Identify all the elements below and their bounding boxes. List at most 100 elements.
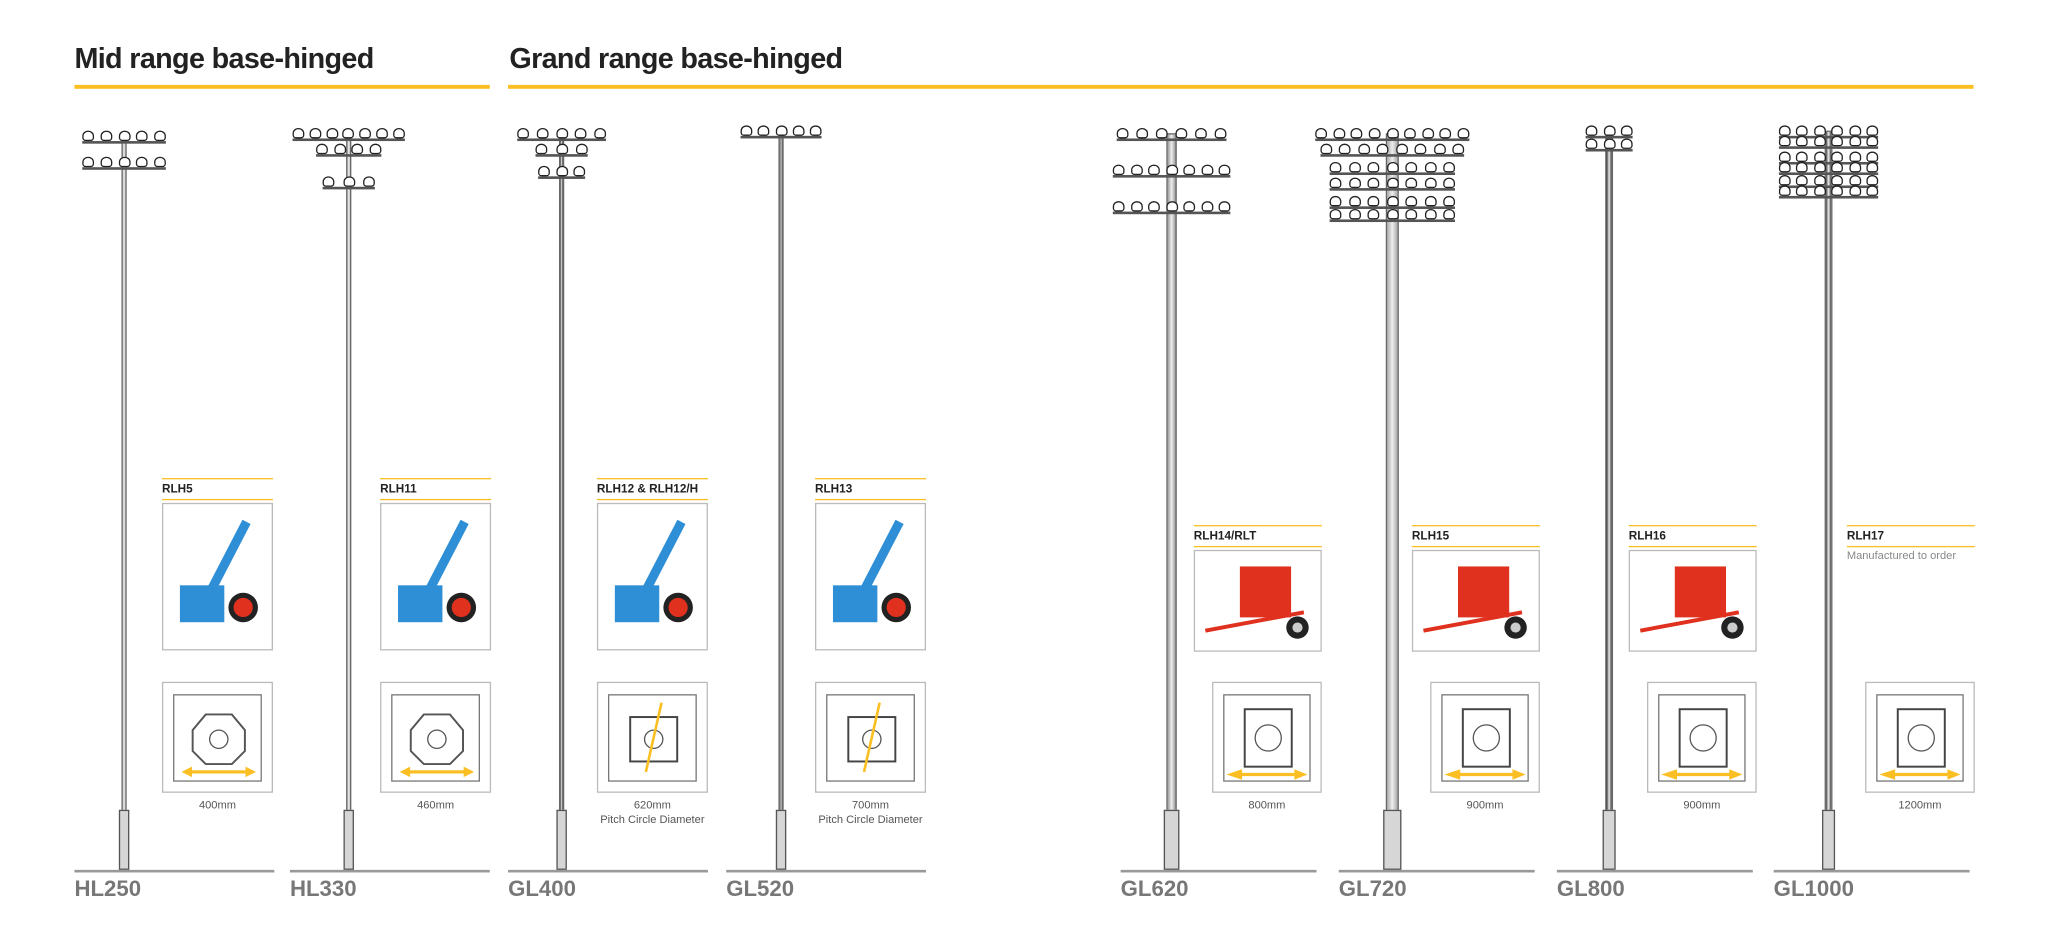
floodlight-lamp-icon bbox=[1386, 177, 1399, 189]
hoist-machine-icon bbox=[398, 519, 477, 623]
floodlight-lamp-icon bbox=[1386, 208, 1399, 220]
floodlight-row bbox=[1778, 175, 1879, 187]
floodlight-lamp-icon bbox=[1778, 125, 1791, 136]
dimension-subtitle: Pitch Circle Diameter bbox=[818, 812, 923, 826]
floodlight-lamp-icon bbox=[1183, 201, 1196, 212]
floodlight-lamp-icon bbox=[1424, 195, 1437, 207]
ground-line bbox=[1338, 869, 1535, 873]
floodlight-row bbox=[322, 176, 375, 188]
floodlight-lamp-icon bbox=[1813, 175, 1826, 186]
floodlight-row bbox=[1778, 161, 1879, 174]
floodlight-lamp-icon bbox=[1348, 161, 1361, 173]
floodlight-row bbox=[1329, 161, 1455, 174]
hoist-name: RLH12 & RLH12/H bbox=[596, 478, 708, 501]
ground-line bbox=[1556, 869, 1753, 873]
floodlight-lamp-icon bbox=[1778, 135, 1791, 147]
floodlight-lamp-icon bbox=[1315, 127, 1327, 139]
floodlight-row bbox=[292, 127, 405, 140]
floodlight-lamp-icon bbox=[82, 156, 95, 168]
mast-base-door bbox=[556, 809, 567, 870]
floodlight-lamp-icon bbox=[1620, 125, 1633, 136]
hoist-name: RLH5 bbox=[161, 478, 273, 501]
floodlight-lamp-icon bbox=[154, 156, 166, 168]
floodlight-lamp-icon bbox=[118, 156, 130, 168]
floodlight-lamp-icon bbox=[1848, 125, 1861, 136]
hoist-photo bbox=[380, 502, 492, 651]
floodlight-lamp-icon bbox=[1395, 143, 1408, 155]
base-plate-drawing bbox=[1212, 681, 1322, 793]
section-title-mid-range: Mid range base-hinged bbox=[74, 41, 374, 75]
floodlight-lamp-icon bbox=[1796, 161, 1809, 173]
dimension-value: 460mm bbox=[417, 798, 455, 812]
floodlight-lamp-icon bbox=[1778, 185, 1791, 196]
floodlight-lamp-icon bbox=[1116, 127, 1129, 139]
floodlight-lamp-icon bbox=[1195, 127, 1207, 139]
floodlight-lamp-icon bbox=[1404, 127, 1416, 139]
base-plate-icon bbox=[826, 694, 915, 782]
dimension-caption: 1200mm bbox=[1839, 798, 2001, 812]
hoist-machine-icon bbox=[832, 519, 912, 623]
floodlight-lamp-icon bbox=[1848, 161, 1861, 173]
dimension-caption: 800mm bbox=[1186, 798, 1348, 812]
floodlight-row bbox=[1778, 151, 1879, 164]
lamp-crossarm bbox=[1585, 148, 1633, 152]
model-label: GL520 bbox=[726, 876, 795, 902]
floodlight-lamp-icon bbox=[1831, 125, 1844, 136]
floodlight-row bbox=[1778, 135, 1879, 148]
ground-line bbox=[1120, 869, 1317, 873]
floodlight-lamp-icon bbox=[1796, 185, 1809, 196]
mast-shaft bbox=[1605, 130, 1614, 870]
lamp-crossarm bbox=[538, 176, 586, 179]
model-label: GL400 bbox=[508, 876, 576, 902]
lamp-crossarm bbox=[292, 138, 405, 142]
floodlight-lamp-icon bbox=[1585, 125, 1598, 136]
floodlight-row bbox=[1585, 138, 1633, 150]
section-title-grand-range: Grand range base-hinged bbox=[509, 41, 843, 75]
lamp-crossarm bbox=[1778, 172, 1879, 176]
hoist-name: RLH16 bbox=[1628, 525, 1757, 548]
floodlight-row bbox=[82, 130, 166, 143]
lamp-crossarm bbox=[535, 154, 588, 157]
floodlight-lamp-icon bbox=[1443, 195, 1455, 207]
lamp-crossarm bbox=[517, 138, 607, 142]
model-label: HL330 bbox=[289, 876, 357, 902]
base-plate-drawing bbox=[161, 681, 273, 793]
floodlight-row bbox=[1112, 201, 1231, 213]
base-plate-icon bbox=[391, 694, 480, 782]
dimension-value: 700mm bbox=[852, 798, 890, 812]
lamp-crossarm bbox=[1315, 138, 1470, 142]
floodlight-lamp-icon bbox=[369, 143, 382, 155]
mast-base-door bbox=[343, 809, 354, 870]
mast-base-door bbox=[1822, 809, 1836, 870]
mast-shaft bbox=[559, 133, 565, 870]
floodlight-lamp-icon bbox=[1866, 151, 1879, 162]
base-plate-icon bbox=[1876, 694, 1964, 782]
floodlight-lamp-icon bbox=[1831, 135, 1844, 147]
mast-base-door bbox=[1163, 809, 1180, 870]
floodlight-lamp-icon bbox=[1813, 185, 1826, 196]
floodlight-lamp-icon bbox=[1866, 161, 1879, 173]
mast-shaft bbox=[1385, 133, 1399, 870]
floodlight-lamp-icon bbox=[1424, 177, 1437, 189]
base-plate-icon bbox=[607, 694, 697, 782]
floodlight-lamp-icon bbox=[1376, 143, 1389, 155]
base-plate-drawing bbox=[1865, 681, 1975, 793]
mast-shaft bbox=[778, 130, 784, 870]
hoist-name: RLH15 bbox=[1411, 525, 1540, 548]
lamp-crossarm bbox=[1112, 211, 1231, 215]
floodlight-lamp-icon bbox=[1443, 208, 1455, 220]
floodlight-row bbox=[82, 156, 166, 169]
floodlight-lamp-icon bbox=[1796, 151, 1809, 162]
model-label: GL720 bbox=[1338, 876, 1407, 902]
floodlight-lamp-icon bbox=[1218, 201, 1231, 212]
floodlight-lamp-icon bbox=[1350, 127, 1363, 139]
base-plate-icon bbox=[1441, 694, 1529, 782]
lamp-crossarm bbox=[1778, 146, 1879, 149]
floodlight-lamp-icon bbox=[351, 143, 364, 155]
floodlight-lamp-icon bbox=[1148, 164, 1160, 176]
dimension-value: 800mm bbox=[1248, 798, 1286, 812]
floodlight-lamp-icon bbox=[1796, 175, 1809, 186]
